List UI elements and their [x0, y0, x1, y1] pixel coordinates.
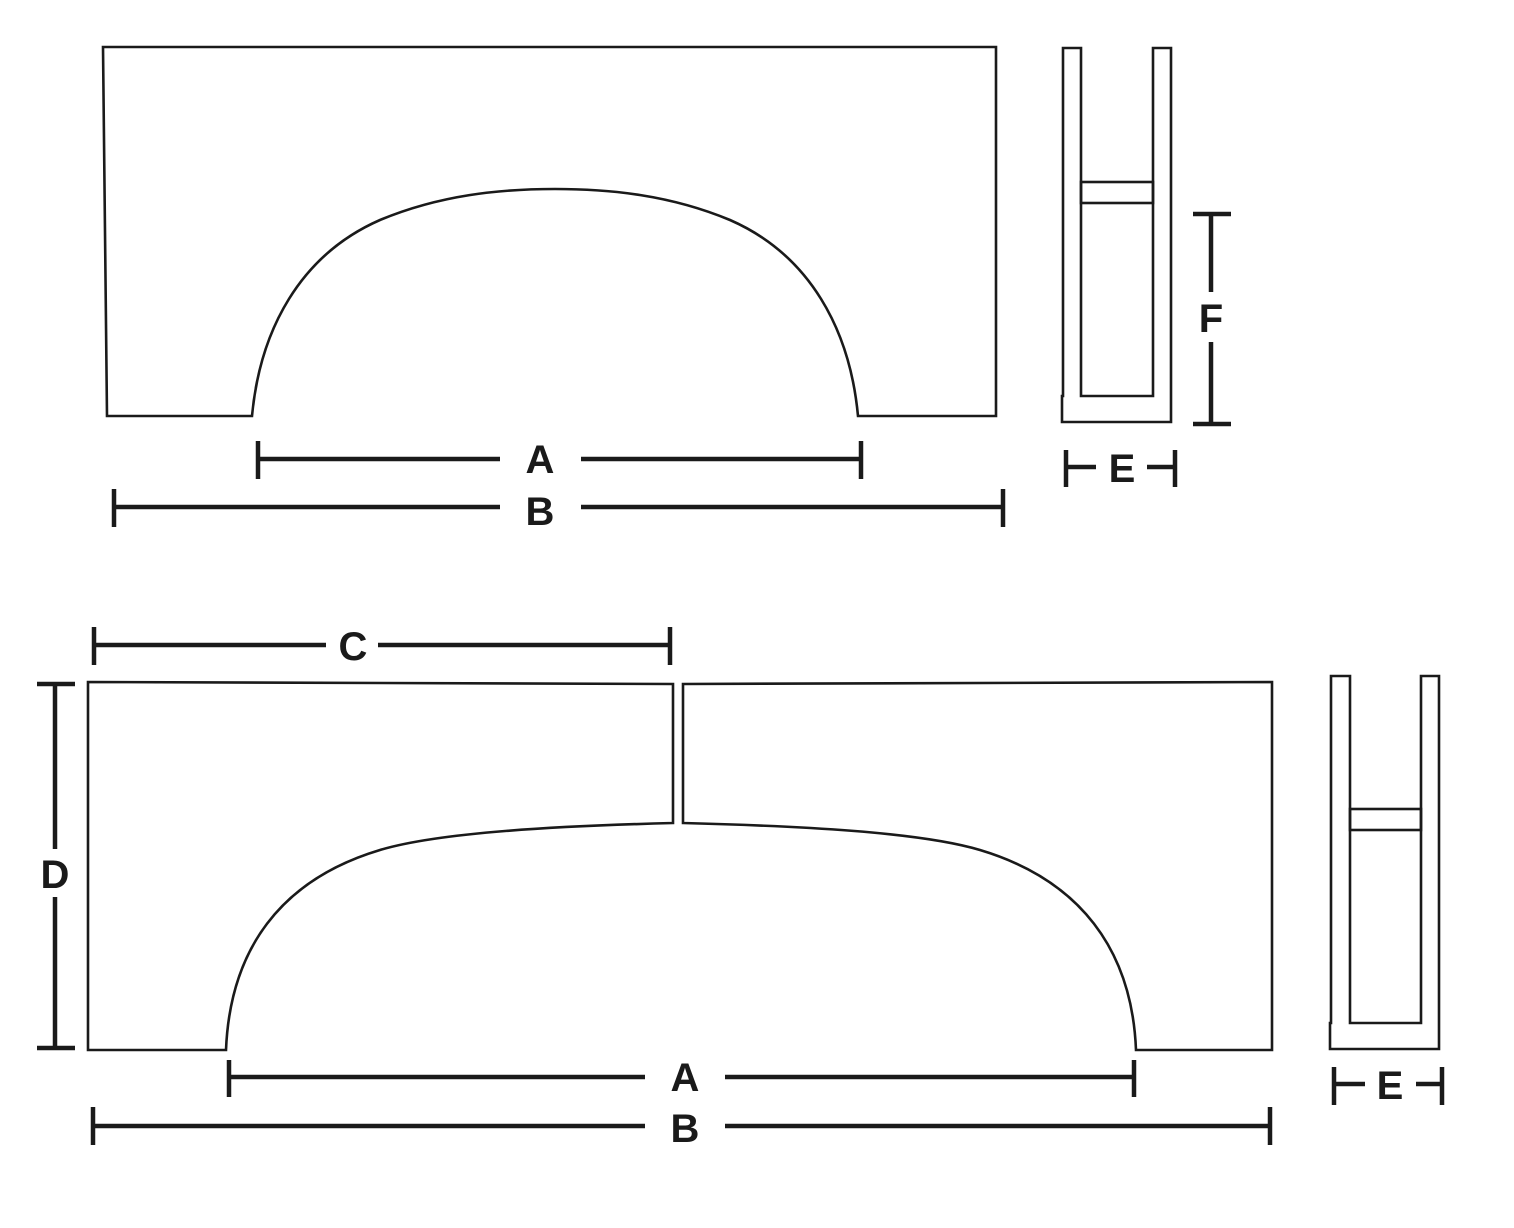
bottom-left-half-outline — [86, 680, 675, 1052]
top-label-f: F — [1199, 297, 1223, 341]
bottom-dimension-d: D — [37, 681, 75, 1051]
top-arch-panel — [101, 45, 998, 418]
top-label-e: E — [1109, 447, 1136, 491]
bottom-dimension-c: C — [91, 625, 673, 669]
top-dimension-a: A — [255, 438, 864, 482]
bottom-label-e: E — [1377, 1064, 1404, 1108]
bottom-dimension-e: E — [1331, 1064, 1445, 1108]
top-panel-outline — [101, 45, 998, 418]
bottom-dimension-a: A — [226, 1056, 1137, 1100]
top-dimension-b: B — [111, 489, 1006, 534]
top-label-b: B — [526, 490, 555, 534]
top-label-a: A — [526, 438, 555, 482]
top-u-channel — [1060, 46, 1173, 424]
bottom-label-d: D — [41, 853, 70, 897]
bottom-arch-panel — [86, 680, 1274, 1052]
top-dimension-e: E — [1063, 447, 1178, 491]
bottom-label-a: A — [671, 1056, 700, 1100]
bottom-label-c: C — [339, 625, 368, 669]
bottom-dimension-b: B — [90, 1107, 1273, 1151]
bottom-label-b: B — [671, 1107, 700, 1151]
top-dimension-f: F — [1193, 211, 1231, 427]
bottom-right-half-outline — [681, 680, 1274, 1052]
bottom-u-channel — [1328, 674, 1441, 1051]
